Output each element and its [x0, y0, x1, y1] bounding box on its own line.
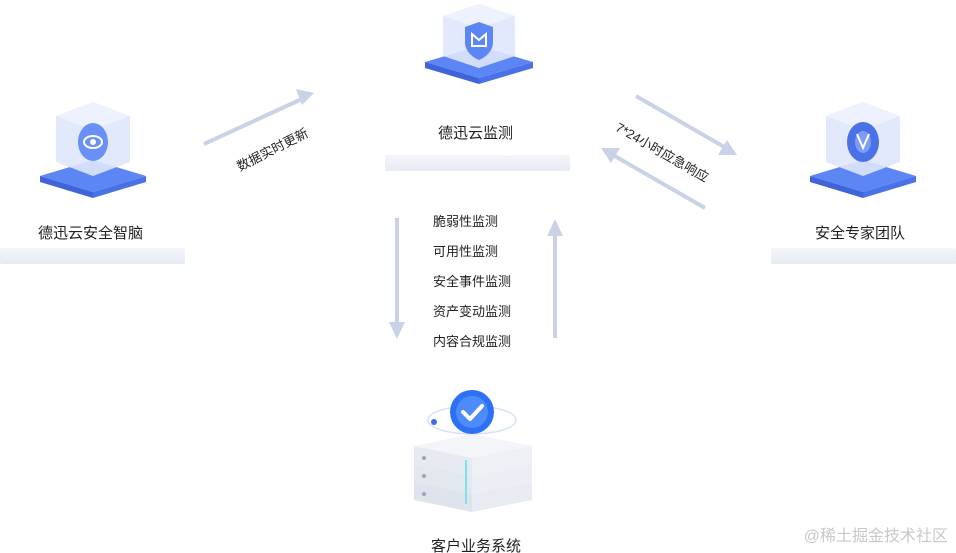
brain-shield-icon [40, 102, 146, 198]
expert-team-icon [810, 102, 916, 198]
monitor-item: 安全事件监测 [433, 274, 512, 289]
monitor-item: 脆弱性监测 [433, 214, 499, 229]
node-monitor-label: 德迅云监测 [438, 125, 514, 142]
node-expert-label: 安全专家团队 [815, 225, 906, 242]
node-expert-platform [771, 248, 956, 264]
arrow-brain-to-monitor [203, 89, 314, 146]
node-customer-label: 客户业务系统 [431, 538, 522, 553]
monitor-item: 可用性监测 [433, 244, 499, 259]
arrow-expert-to-monitor [601, 148, 706, 210]
shield-monitor-icon [425, 4, 533, 84]
arrow-monitor-to-expert [634, 94, 737, 155]
monitor-item-list: 脆弱性监测 可用性监测 安全事件监测 资产变动监测 内容合规监测 [433, 207, 511, 357]
monitor-item: 内容合规监测 [433, 334, 512, 349]
watermark-text: @稀土掘金技术社区 [803, 528, 948, 545]
node-brain-platform [0, 248, 185, 264]
server-check-icon [414, 390, 532, 512]
node-brain-label: 德迅云安全智脑 [38, 225, 144, 242]
arrow-monitor-to-customer [389, 218, 405, 339]
node-monitor-platform [385, 155, 570, 171]
monitor-item: 资产变动监测 [433, 304, 512, 319]
arrow-customer-to-monitor [547, 219, 563, 338]
